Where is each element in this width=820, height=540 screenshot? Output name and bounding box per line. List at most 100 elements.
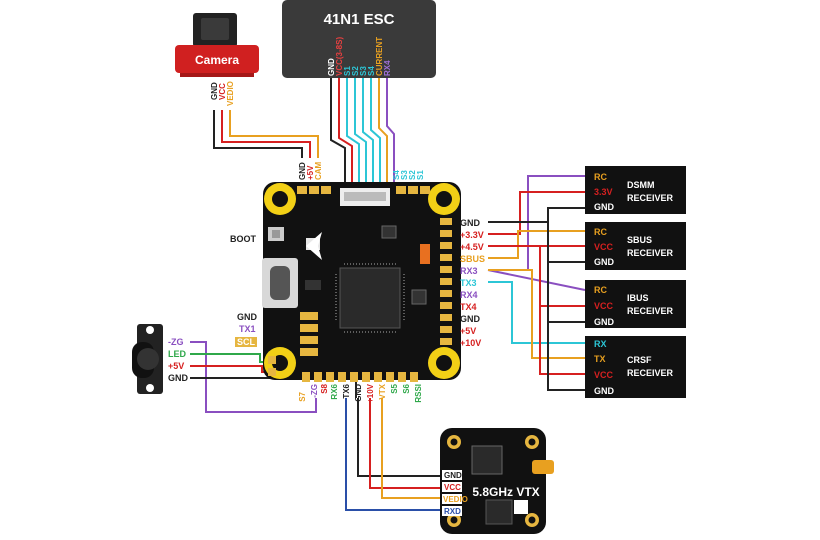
receiver-sbus-line1: SBUS [627,235,652,245]
camera-pin-vedio: VEDIO [226,81,235,106]
receiver-sbus-pin-vcc: VCC [594,242,614,252]
receiver-ibus-pin-vcc: VCC [594,301,614,311]
fc-pad [309,186,319,194]
fc-bottom-label-s7: S7 [298,391,307,401]
fc-pad [420,186,430,194]
flight-controller [262,182,461,382]
fc-bottom-label-rx6: RX6 [330,383,339,399]
buzzer-pin-5v: +5V [168,361,184,371]
fc-left-label-scl: SCL [237,337,256,347]
esc-pin-vcc: VCC(3-8S) [335,37,344,76]
camera-module: Camera GND VCC VEDIO [175,13,259,106]
fc-right-label-gnd2: GND [460,314,481,324]
receiver-dsmm-line1: DSMM [627,180,655,190]
wire-esc-current [378,78,388,185]
esc-title: 41N1 ESC [324,11,395,28]
vtx-antenna-connector [532,460,554,474]
fc-bottom-label-zg: -ZG [310,384,319,398]
fc-top-label-5v: +5V [306,165,315,180]
fc-bottom-label-rssi: RSSI [414,384,423,403]
receiver-crsf: RX TX VCC GND CRSF RECEIVER [585,336,686,398]
wire-crsf-vcc [539,306,585,375]
fc-pad [396,186,406,194]
vtx-pin-gnd: GND [444,471,462,480]
fc-boot-label: BOOT [230,234,257,244]
receiver-crsf-pin-vcc: VCC [594,370,614,380]
wire-sbus-rc [488,230,585,259]
camera-body [175,45,259,73]
vtx-pin-vcc: VCC [444,483,461,492]
vtx-module: GND VCC VEDIO RXD 5.8GHz VTX [440,428,554,534]
fc-mcu-chip [339,267,401,329]
esc-pin-gnd: GND [327,58,336,76]
esc-pin-s1: S1 [343,66,352,76]
esc-pin-labels: GND VCC(3-8S) S1 S2 S3 S4 CURRENT RX4 [327,37,392,76]
buzzer-pin-led: LED [168,349,187,359]
fc-right-label-tx4: TX4 [460,302,477,312]
fc-right-label-sbus: SBUS [460,254,485,264]
fc-pad [408,186,418,194]
fc-left-label-gnd: GND [237,312,258,322]
receiver-sbus-pin-gnd: GND [594,257,615,267]
esc-pin-current: CURRENT [375,37,384,76]
fc-pad [297,186,307,194]
fc-right-label-rx3: RX3 [460,266,478,276]
esc-pin-s2: S2 [351,66,360,76]
fc-bottom-label-s6: S6 [402,383,411,393]
receiver-ibus-line1: IBUS [627,293,649,303]
fc-right-label-tx3: TX3 [460,278,477,288]
receiver-dsmm: RC 3.3V GND DSMM RECEIVER [585,166,686,214]
fc-bottom-label-s5: S5 [390,383,399,393]
receiver-crsf-pin-gnd: GND [594,386,615,396]
fc-bottom-pads [302,372,418,382]
wires [190,78,586,511]
wire-esc-s3 [362,78,374,185]
esc-pin-s4: S4 [367,66,376,76]
buzzer-pin-zg: -ZG [168,337,184,347]
wire-crsf-gnd [547,322,585,391]
camera-label: Camera [195,53,239,67]
fc-top-label-s2: S2 [408,170,417,180]
receiver-crsf-line2: RECEIVER [627,368,674,378]
receiver-sbus: RC VCC GND SBUS RECEIVER [585,222,686,270]
fc-right-label-33v: +3.3V [460,230,484,240]
fc-bottom-label-s8: S8 [320,383,329,393]
wire-dsmm-33v [488,191,585,235]
receiver-dsmm-pin-33v: 3.3V [594,187,613,197]
receiver-dsmm-line2: RECEIVER [627,193,674,203]
fc-left-label-tx1: TX1 [239,324,256,334]
camera-pin-gnd: GND [210,82,219,100]
fc-pad [321,186,331,194]
receiver-ibus: RC VCC GND IBUS RECEIVER [585,280,686,328]
vtx-label: 5.8GHz VTX [472,485,539,499]
buzzer-module: -ZG LED +5V GND [132,324,189,394]
vtx-chip [471,445,503,475]
fc-top-label-s4: S4 [392,170,401,180]
fc-bottom-label-vtx: VTX [378,383,387,399]
receiver-sbus-line2: RECEIVER [627,248,674,258]
fc-bottom-label-gnd: GND [354,384,363,402]
esc-module: 41N1 ESC GND VCC(3-8S) S1 S2 S3 S4 CURRE… [282,0,436,78]
wire-esc-s1 [346,78,360,185]
esc-pin-rx4: RX4 [383,60,392,76]
fc-arrow-logo [306,232,322,260]
buzzer-pin-gnd: GND [168,373,189,383]
wire-cam-vcc [221,110,311,158]
fc-left-pads [268,312,318,376]
receiver-crsf-pin-rx: RX [594,339,607,349]
fc-bottom-label-10v: +10V [366,383,375,403]
receiver-crsf-line1: CRSF [627,355,652,365]
vtx-pin-rxd: RXD [444,507,461,516]
fc-top-label-s3: S3 [400,170,409,180]
wire-crsf-rx [488,281,585,344]
buzzer-icon [137,348,159,370]
wire-esc-vcc [338,78,353,185]
wire-buzzer-5v [190,365,275,373]
esc-body [282,0,436,78]
vtx-pads [442,470,462,516]
fc-bottom-label-tx6: TX6 [342,383,351,398]
fc-right-label-5v: +5V [460,326,476,336]
esc-pin-s3: S3 [359,66,368,76]
fc-mcu-pins [335,263,405,333]
